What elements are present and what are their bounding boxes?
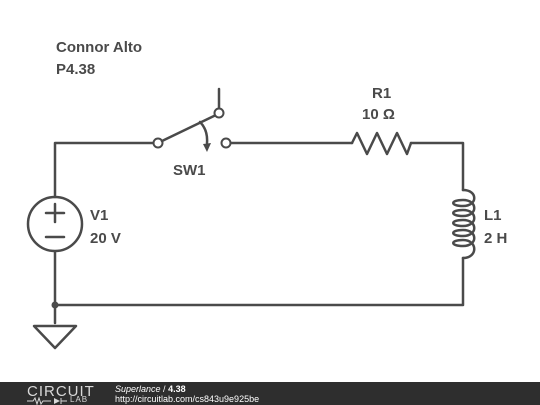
footer-separator: / bbox=[160, 384, 169, 394]
author-name: Connor Alto bbox=[56, 39, 142, 56]
inductor-l1 bbox=[452, 188, 476, 260]
circuitlab-logo-sub: LAB bbox=[70, 395, 89, 404]
wire-resistor-to-inductor bbox=[409, 141, 465, 192]
resistor-name: R1 bbox=[372, 85, 391, 102]
source-name: V1 bbox=[90, 207, 108, 224]
wire-inductor-bottom bbox=[53, 256, 465, 307]
resistor-value: 10 Ω bbox=[362, 106, 395, 123]
voltage-source-v1 bbox=[26, 195, 84, 253]
footer-circuit-name[interactable]: 4.38 bbox=[168, 384, 186, 394]
problem-number: P4.38 bbox=[56, 61, 95, 78]
junction-node bbox=[51, 301, 59, 309]
wire-top-left bbox=[53, 141, 156, 199]
inductor-name: L1 bbox=[484, 207, 502, 224]
ground-symbol bbox=[32, 324, 78, 350]
resistor-r1 bbox=[350, 131, 413, 156]
footer-bar: CIRCUIT LAB Superlance / 4.38 http://cir… bbox=[0, 382, 540, 405]
footer-author[interactable]: Superlance bbox=[115, 384, 161, 394]
logo-waveform-icon bbox=[27, 397, 67, 405]
footer-title: Superlance / 4.38 bbox=[115, 384, 186, 394]
source-value: 20 V bbox=[90, 230, 121, 247]
switch-label: SW1 bbox=[173, 162, 206, 179]
circuit-diagram: Connor Alto P4.38 V1 20 V SW1 R1 10 Ω L1… bbox=[26, 39, 507, 350]
switch-sw1 bbox=[152, 87, 232, 152]
circuitlab-logo: CIRCUIT bbox=[27, 383, 95, 400]
footer-url-link[interactable]: http://circuitlab.com/cs843u9e925be bbox=[115, 394, 260, 404]
inductor-value: 2 H bbox=[484, 230, 507, 247]
